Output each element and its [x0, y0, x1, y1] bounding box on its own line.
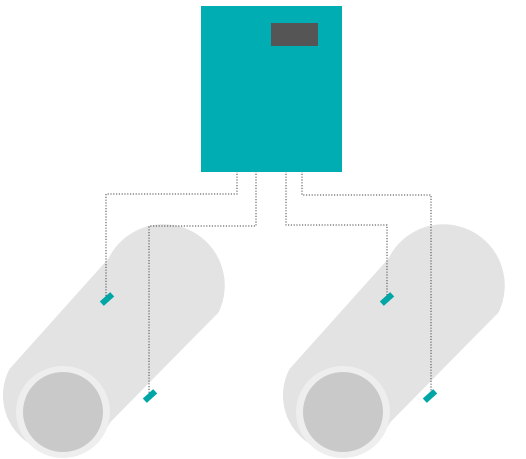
- left-downstream-transducer-icon: [142, 389, 158, 403]
- cable-right-upstream: [285, 171, 388, 296]
- right-downstream-transducer-icon: [422, 389, 438, 403]
- flowmeter-transmitter-icon: [201, 6, 342, 172]
- cables: [105, 171, 432, 393]
- left-pipe-end-face: [23, 372, 103, 452]
- right-pipe-end-face: [303, 372, 383, 452]
- right-pipe: [282, 224, 505, 458]
- left-upstream-transducer-icon: [99, 292, 115, 306]
- cable-left-upstream: [105, 171, 238, 296]
- transducers: [99, 292, 438, 403]
- cable-right-downstream: [301, 171, 432, 393]
- lcd-display-icon: [271, 23, 318, 46]
- right-upstream-transducer-icon: [379, 292, 395, 306]
- left-pipe: [2, 224, 225, 458]
